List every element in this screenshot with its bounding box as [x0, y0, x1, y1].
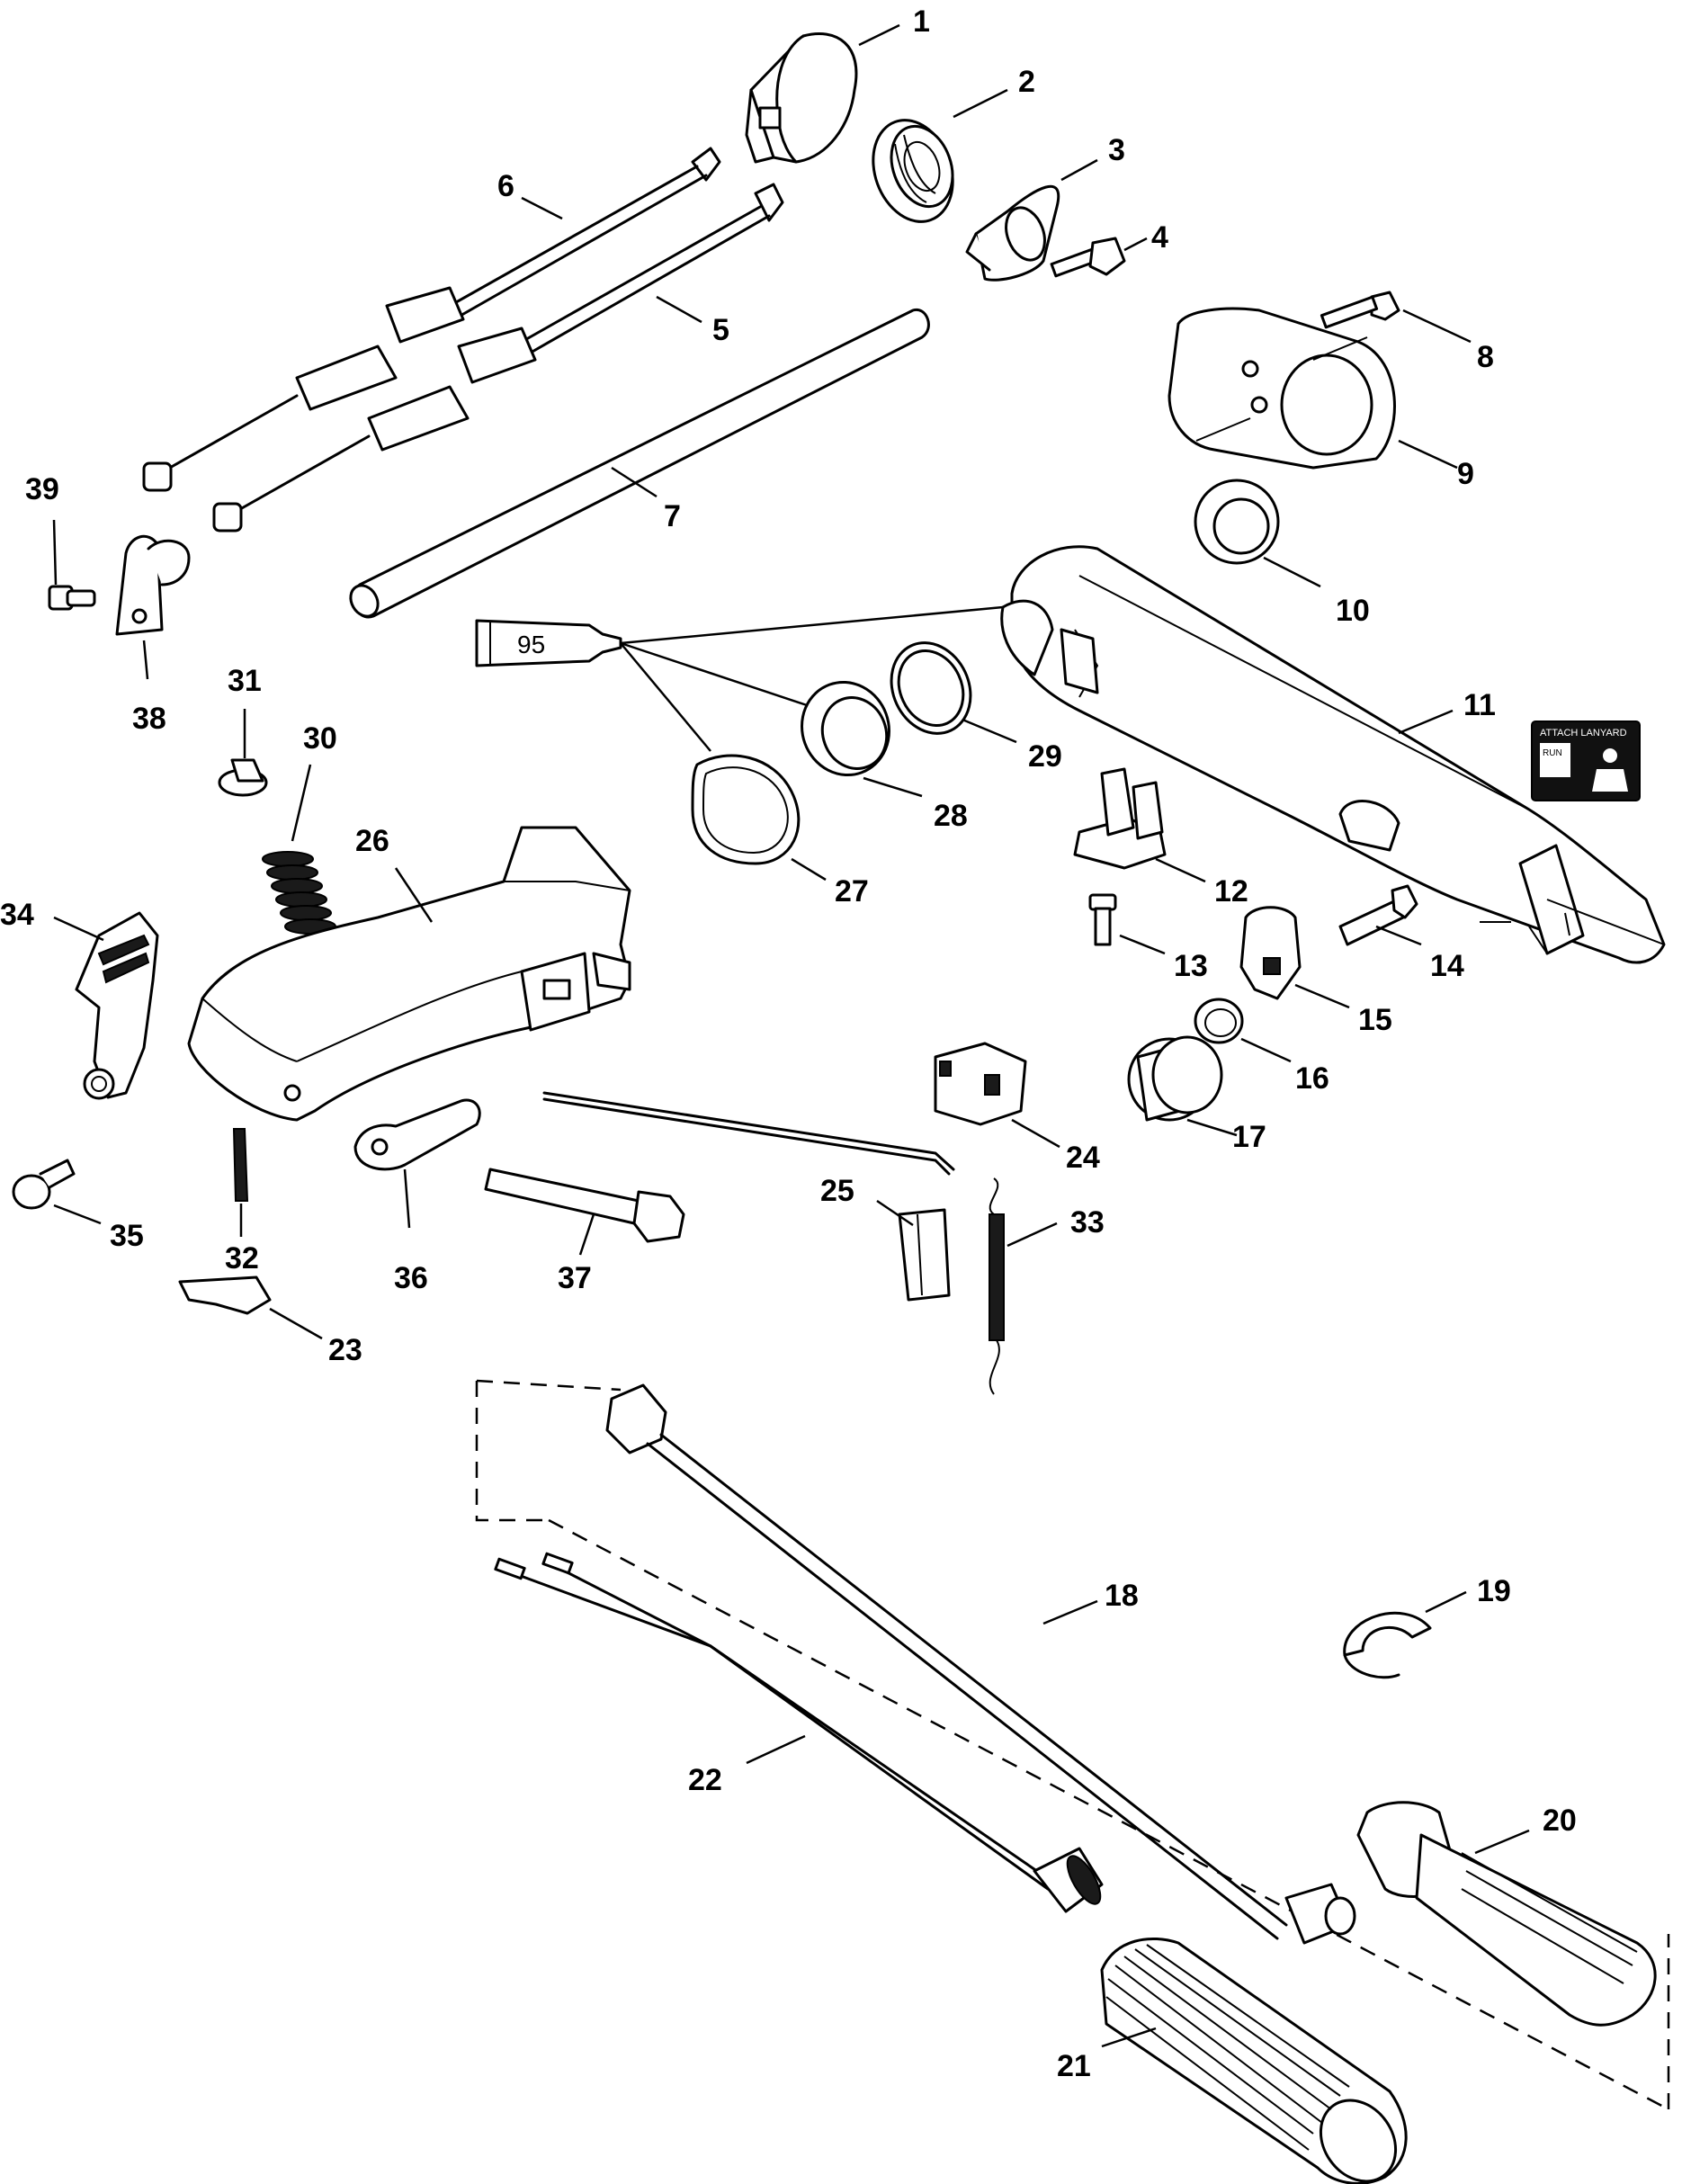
callout-13: 13 [1174, 949, 1208, 983]
part-24-switch [542, 1042, 1027, 1176]
part-36-plate [353, 1098, 481, 1171]
callout-10: 10 [1336, 594, 1370, 628]
part-35-screw [12, 1159, 76, 1210]
callout-14: 14 [1430, 949, 1464, 983]
part-2-friction-ring [872, 119, 954, 223]
part-20-grip [1356, 1801, 1657, 2027]
callout-2: 2 [1018, 65, 1035, 99]
callout-3: 3 [1108, 133, 1125, 167]
callout-30: 30 [303, 721, 337, 756]
callout-6: 6 [497, 169, 514, 203]
callout-28: 28 [934, 799, 968, 833]
tube-label: 95 [517, 631, 545, 658]
callout-11: 11 [1463, 688, 1496, 722]
part-18-cable [605, 1383, 1356, 1945]
part-7-rod [349, 308, 930, 619]
attach-lanyard-decal: ATTACH LANYARD RUN [1531, 721, 1641, 801]
part-25-clip [898, 1208, 951, 1302]
callout-31: 31 [228, 664, 262, 698]
part-30-spring [262, 851, 336, 935]
callout-12: 12 [1214, 874, 1248, 909]
part-33-spring [989, 1177, 1005, 1395]
callout-39: 39 [25, 472, 59, 506]
part-21-grip-cover [1100, 1937, 1408, 2184]
decal-text: ATTACH LANYARD [1540, 728, 1627, 738]
part-28-bushing [801, 680, 890, 777]
callout-38: 38 [132, 702, 166, 736]
callout-26: 26 [355, 824, 389, 858]
part-9-cover [1168, 307, 1396, 470]
part-37-bolt [484, 1168, 685, 1243]
part-31-clamp [218, 758, 268, 797]
part-16-ring [1194, 998, 1244, 1044]
callout-27: 27 [835, 874, 869, 909]
callout-22: 22 [688, 1763, 722, 1797]
part-23-clip [178, 1275, 272, 1315]
part-34-lever [75, 911, 159, 1100]
callout-19: 19 [1477, 1574, 1511, 1608]
callout-4: 4 [1151, 220, 1168, 255]
callout-1: 1 [913, 4, 930, 39]
callout-8: 8 [1477, 340, 1494, 374]
callout-17: 17 [1232, 1120, 1266, 1154]
part-15-clamp [1239, 906, 1302, 1000]
callout-29: 29 [1028, 739, 1062, 774]
callout-35: 35 [110, 1219, 144, 1253]
callout-18: 18 [1105, 1579, 1139, 1613]
part-5-cable [212, 183, 784, 533]
callout-25: 25 [820, 1174, 854, 1208]
part-3-plate [965, 184, 1060, 282]
part-17-knob [1127, 1035, 1223, 1122]
part-10-seal [1194, 479, 1280, 565]
callout-5: 5 [712, 313, 729, 347]
part-22-harness [494, 1552, 1104, 1913]
part-4-screw [1050, 237, 1126, 278]
callout-20: 20 [1543, 1804, 1577, 1838]
part-32-strip [232, 1128, 249, 1202]
decal-switch-label: RUN [1543, 748, 1562, 758]
callout-37: 37 [558, 1261, 592, 1295]
callout-24: 24 [1066, 1141, 1100, 1175]
part-26-bracket [187, 826, 631, 1122]
part-12-bracket [1073, 767, 1167, 870]
callout-7: 7 [664, 499, 681, 533]
part-6-cable [142, 147, 721, 492]
part-11-tiller-arm [1000, 545, 1666, 964]
part-27-seal [691, 754, 801, 865]
part-13-screw [1088, 893, 1117, 946]
part-38-clip [115, 534, 191, 636]
part-8-screw [1320, 291, 1400, 329]
callout-16: 16 [1295, 1061, 1329, 1096]
part-19-clip [1343, 1611, 1432, 1679]
part-29-oring [890, 641, 972, 735]
callout-21: 21 [1057, 2049, 1091, 2083]
callout-34: 34 [0, 898, 34, 932]
callout-33: 33 [1070, 1205, 1105, 1240]
part-14-bolt [1338, 884, 1418, 946]
callout-36: 36 [394, 1261, 428, 1295]
part-39-screw [48, 585, 96, 611]
part-1-clamp [745, 32, 858, 164]
callout-9: 9 [1457, 457, 1474, 491]
lubricant-tube: 95 [475, 619, 622, 667]
callout-23: 23 [328, 1333, 362, 1367]
callout-32: 32 [225, 1241, 259, 1275]
callout-15: 15 [1358, 1003, 1392, 1037]
